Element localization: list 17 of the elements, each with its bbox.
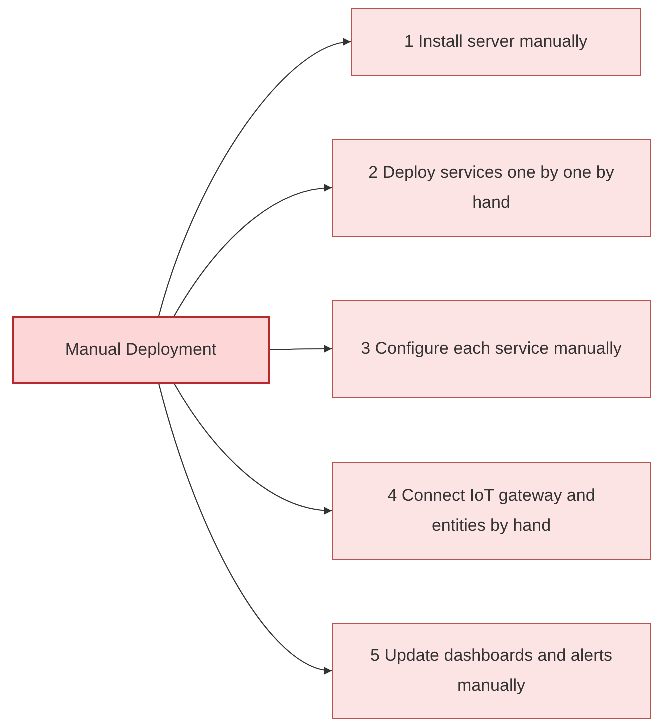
process-box (351, 8, 641, 76)
arrow (158, 39, 352, 316)
node-label: 4 Connect IoT gateway and entities by hand (386, 485, 596, 537)
node-label: 1 Install server manually (404, 31, 588, 53)
process-box (332, 139, 651, 237)
node-label: 2 Deploy services one by one by hand (368, 162, 616, 214)
process-box (12, 316, 270, 384)
process-box (332, 623, 651, 719)
arrow (174, 184, 332, 316)
arrow (158, 384, 332, 674)
node-label: 3 Configure each service manually (361, 338, 622, 360)
process-box (332, 300, 651, 398)
node-label: 5 Update dashboards and alerts manually (370, 645, 614, 697)
process-box (332, 462, 651, 560)
arrow (270, 345, 332, 353)
node-label: Manual Deployment (65, 339, 217, 361)
arrow (174, 384, 332, 514)
